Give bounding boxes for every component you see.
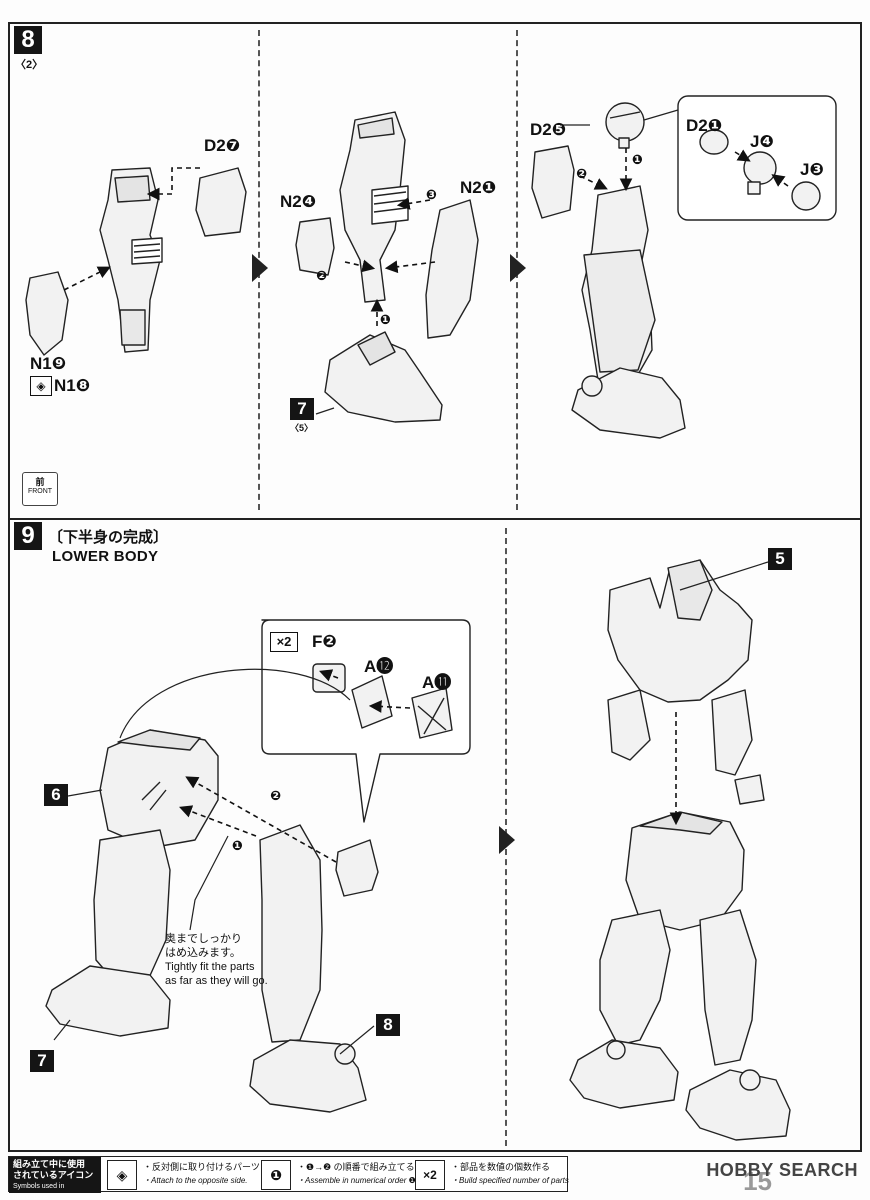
label-n2-4: N2❹ <box>280 192 317 211</box>
legend-item-quantity-en: ・Build specified number of parts <box>451 1176 569 1185</box>
opposite-side-icon: ◈ <box>30 376 52 396</box>
numbered-order-icon: ❶ <box>261 1160 291 1190</box>
ref-step-7-sub: 〈5〉 <box>290 423 314 433</box>
icon-legend-footer: 組み立て中に使用 されているアイコン Symbols used in instr… <box>8 1156 862 1200</box>
step-9-title-en: LOWER BODY <box>52 548 159 565</box>
next-step-arrow <box>499 826 515 854</box>
order-3: ❸ <box>426 187 438 202</box>
note-jp-line1: 奥までしっかり <box>165 933 242 945</box>
ref-step-7: 7 <box>290 398 314 420</box>
part-f-2 <box>312 663 346 693</box>
order-2: ❷ <box>576 166 588 181</box>
part-j-3 <box>791 181 821 211</box>
section-divider <box>8 518 862 520</box>
legend-item-opposite: ・反対側に取り付けるパーツ ・Attach to the opposite si… <box>143 1161 260 1187</box>
lower-body-assembly <box>569 811 791 1141</box>
ref-step-5: 5 <box>768 548 792 570</box>
order-2: ❷ <box>316 268 328 283</box>
note-en-line2: as far as they will go. <box>165 975 268 987</box>
label-j-3: J❸ <box>800 160 824 179</box>
watermark-text: HOBBY SEARCH <box>706 1160 858 1180</box>
label-d2-7: D2❼ <box>204 136 241 155</box>
part-d2-1 <box>699 129 729 155</box>
left-leg-part <box>93 829 171 991</box>
left-foot-part <box>45 965 171 1037</box>
armor-part-d2-5 <box>531 145 575 219</box>
quantity-x2-icon: ×2 <box>270 632 298 652</box>
step-9-number: 9 <box>14 522 42 550</box>
armor-part-n2-4 <box>295 217 335 276</box>
label-a-12: A⓬ <box>364 657 394 676</box>
label-j-4: J❹ <box>750 132 774 151</box>
part-j-4 <box>743 151 777 185</box>
legend-heading: 組み立て中に使用 されているアイコン Symbols used in instr… <box>9 1157 101 1200</box>
legend-box: 組み立て中に使用 されているアイコン Symbols used in instr… <box>8 1156 569 1200</box>
note-en-line1: Tightly fit the parts <box>165 961 255 973</box>
front-label-jp: 前 <box>35 477 45 487</box>
right-leg-part <box>259 824 323 1043</box>
legend-heading-jp-1: 組み立て中に使用 <box>13 1159 86 1169</box>
legend-item-opposite-en: ・Attach to the opposite side. <box>143 1176 248 1185</box>
order-1: ❶ <box>632 152 644 167</box>
step-9-title-jp: 〔下半身の完成〕 <box>48 529 169 546</box>
next-step-arrow <box>252 254 268 282</box>
ref-step-8: 8 <box>376 1014 400 1036</box>
label-n1-9: N1❾ <box>30 354 67 373</box>
legend-item-order: ・❶→❷ の順番で組み立てる ・Assemble in numerical or… <box>297 1161 425 1187</box>
step-8-number: 8 <box>14 26 42 54</box>
upper-body-assembly <box>607 559 765 805</box>
legend-heading-en: Symbols used in instructions <box>13 1183 65 1200</box>
page-frame <box>8 22 862 1152</box>
order-1: ❶ <box>380 312 392 327</box>
quantity-x2-icon: ×2 <box>415 1160 445 1190</box>
legend-heading-jp-2: されているアイコン <box>13 1170 94 1180</box>
legend-item-order-en: ・Assemble in numerical order ❶ ❷ <box>297 1176 426 1185</box>
label-n2-1: N2❶ <box>460 178 497 197</box>
next-step-arrow <box>510 254 526 282</box>
step-8-sub: 〈2〉 <box>15 59 44 71</box>
legend-item-quantity: ・部品を数値の個数作る ・Build specified number of p… <box>451 1161 569 1187</box>
order-1: ❶ <box>232 838 244 853</box>
ref-step-7: 7 <box>30 1050 54 1072</box>
label-n1-8: N1❽ <box>54 376 91 395</box>
front-label-en: FRONT <box>27 488 53 495</box>
label-d2-5: D2❺ <box>530 120 567 139</box>
order-2: ❷ <box>270 788 282 803</box>
label-a-11: A⓫ <box>422 673 452 692</box>
armor-part-n2-1 <box>425 199 479 339</box>
leg-frame-part <box>339 111 409 303</box>
legend-item-order-jp: ・❶→❷ の順番で組み立てる <box>297 1162 415 1172</box>
note-jp-line2: はめ込みます。 <box>165 947 241 959</box>
legend-item-opposite-jp: ・反対側に取り付けるパーツ <box>143 1162 260 1172</box>
joint-ball-part <box>605 102 645 142</box>
front-indicator: 前 FRONT <box>22 472 58 506</box>
label-d2-1: D2❶ <box>686 116 723 135</box>
label-f-2: F❷ <box>312 632 337 651</box>
armor-part-d2-7 <box>195 167 247 237</box>
opposite-side-icon: ◈ <box>107 1160 137 1190</box>
armor-part-a <box>335 839 379 897</box>
armor-part-n1-9 <box>25 271 69 356</box>
ref-step-6: 6 <box>44 784 68 806</box>
leg-frame-part <box>99 167 163 353</box>
legend-item-quantity-jp: ・部品を数値の個数作る <box>451 1162 551 1172</box>
page-number: 15 <box>743 1166 772 1196</box>
fit-instruction-note: 奥までしっかり はめ込みます。 Tightly fit the parts as… <box>165 932 268 988</box>
